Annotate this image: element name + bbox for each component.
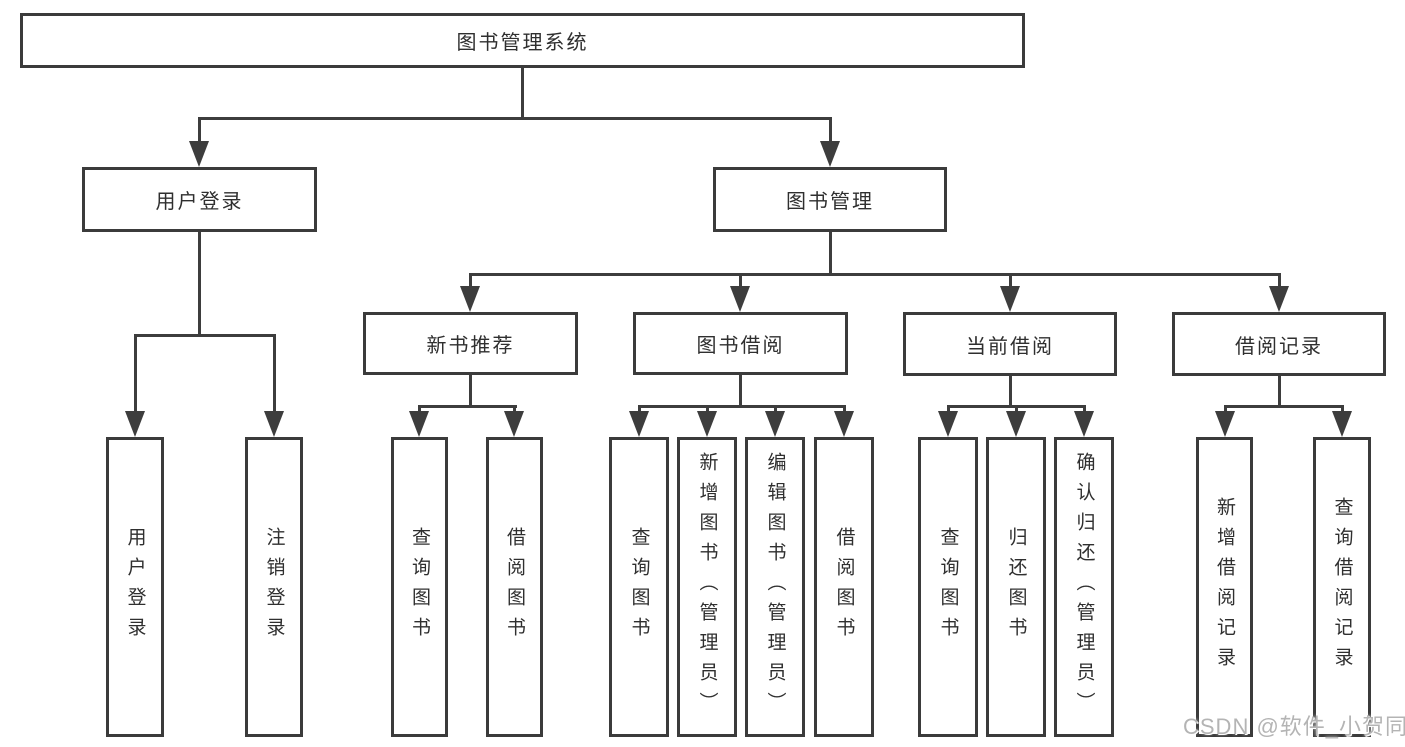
arrow-down-icon: [730, 286, 750, 312]
leaf-return-books: 归还图书: [986, 437, 1046, 737]
node-label: 查询借阅记录: [1331, 497, 1353, 677]
node-new-book-recommend: 新书推荐: [363, 312, 578, 375]
connector-line: [469, 273, 1281, 276]
connector-line: [273, 334, 276, 414]
leaf-borrow-books: 借阅图书: [814, 437, 874, 737]
node-label: 新增借阅记录: [1214, 497, 1235, 677]
connector-line: [829, 117, 832, 143]
leaf-query-books-borrowing: 查询图书: [609, 437, 669, 737]
arrow-down-icon: [765, 411, 785, 437]
connector-line: [1224, 405, 1227, 415]
connector-line: [1278, 273, 1281, 288]
connector-line: [843, 405, 846, 415]
leaf-add-books-admin: 新增图书（管理员）: [677, 437, 737, 737]
leaf-logout: 注销登录: [245, 437, 303, 737]
watermark: CSDN @软件_小贺同学: [1183, 714, 1405, 739]
arrow-down-icon: [1332, 411, 1352, 437]
connector-line: [1083, 405, 1086, 415]
connector-line: [739, 375, 742, 408]
leaf-query-books-recommend: 查询图书: [391, 437, 448, 737]
connector-line: [198, 117, 832, 120]
arrow-down-icon: [409, 411, 429, 437]
node-label: 确认归还（管理员）: [1073, 452, 1095, 722]
arrow-down-icon: [1269, 286, 1289, 312]
arrow-down-icon: [1000, 286, 1020, 312]
leaf-query-books-current: 查询图书: [918, 437, 978, 737]
connector-line: [1278, 376, 1281, 408]
arrow-down-icon: [1074, 411, 1094, 437]
leaf-user-login: 用户登录: [106, 437, 164, 737]
connector-line: [739, 273, 742, 288]
connector-line: [418, 405, 517, 408]
connector-line: [1015, 405, 1018, 415]
node-label: 查询图书: [409, 527, 430, 647]
connector-line: [1224, 405, 1344, 408]
node-label: 新书推荐: [426, 335, 515, 357]
node-label: 借阅记录: [1235, 335, 1323, 358]
node-label: 编辑图书（管理员）: [764, 452, 786, 722]
leaf-query-borrow-record: 查询借阅记录: [1313, 437, 1371, 737]
node-label: 查询图书: [937, 527, 959, 647]
arrow-down-icon: [460, 286, 480, 312]
leaf-add-borrow-record: 新增借阅记录: [1196, 437, 1253, 737]
connector-line: [1009, 273, 1012, 288]
node-label: 图书管理: [786, 191, 874, 213]
arrow-down-icon: [1006, 411, 1026, 437]
connector-line: [829, 232, 832, 276]
connector-line: [198, 232, 201, 337]
node-current-borrowing: 当前借阅: [903, 312, 1117, 376]
arrow-down-icon: [820, 141, 840, 167]
connector-line: [134, 334, 276, 337]
connector-line: [1341, 405, 1344, 415]
node-book-borrowing: 图书借阅: [633, 312, 848, 375]
node-label: 注销登录: [263, 527, 285, 647]
connector-line: [198, 117, 201, 143]
node-label: 用户登录: [124, 527, 146, 647]
connector-line: [1009, 376, 1012, 408]
connector-line: [638, 405, 641, 415]
connector-line: [469, 375, 472, 408]
node-label: 新增图书（管理员）: [696, 452, 718, 722]
node-label: 图书借阅: [696, 335, 785, 357]
leaf-edit-books-admin: 编辑图书（管理员）: [745, 437, 805, 737]
leaf-confirm-return-admin: 确认归还（管理员）: [1054, 437, 1114, 737]
node-label: 查询图书: [628, 527, 650, 647]
connector-line: [706, 405, 709, 415]
leaf-borrow-books-recommend: 借阅图书: [486, 437, 543, 737]
node-borrowing-records: 借阅记录: [1172, 312, 1386, 376]
arrow-down-icon: [629, 411, 649, 437]
connector-line: [418, 405, 421, 415]
node-label: 借阅图书: [504, 527, 525, 647]
node-label: 当前借阅: [966, 335, 1054, 358]
node-user-login: 用户登录: [82, 167, 317, 232]
node-library-system: 图书管理系统: [20, 13, 1025, 68]
arrow-down-icon: [264, 411, 284, 437]
connector-line: [469, 273, 472, 288]
node-book-management: 图书管理: [713, 167, 947, 232]
connector-line: [134, 334, 137, 414]
node-label: 归还图书: [1005, 527, 1027, 647]
connector-line: [513, 405, 516, 415]
connector-line: [947, 405, 950, 415]
arrow-down-icon: [504, 411, 524, 437]
arrow-down-icon: [189, 141, 209, 167]
connector-line: [774, 405, 777, 415]
arrow-down-icon: [834, 411, 854, 437]
arrow-down-icon: [938, 411, 958, 437]
arrow-down-icon: [697, 411, 717, 437]
connector-line: [521, 68, 524, 119]
node-label: 借阅图书: [833, 527, 855, 647]
node-label: 用户登录: [155, 191, 244, 213]
connector-line: [638, 405, 846, 408]
arrow-down-icon: [125, 411, 145, 437]
arrow-down-icon: [1215, 411, 1235, 437]
node-label: 图书管理系统: [456, 32, 589, 54]
